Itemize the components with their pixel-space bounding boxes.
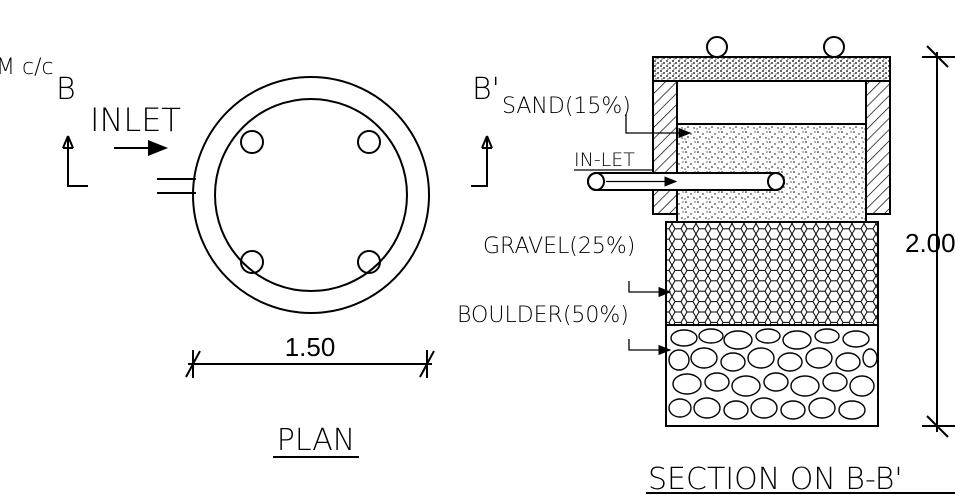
boulder-leader: [628, 339, 672, 356]
plan-dimension-line: [185, 350, 435, 378]
bolt-hole: [240, 130, 264, 154]
section-title: SECTION ON B-B': [648, 462, 903, 495]
plan-dimension-value: 1.50: [285, 332, 336, 362]
cover-slab: [652, 56, 891, 82]
bolt-hole: [357, 130, 381, 154]
inlet-pipe-section: [587, 172, 785, 191]
lid-handle: [823, 36, 845, 58]
pit-inner-ring: [214, 98, 408, 292]
section-view: B': [457, 36, 955, 495]
sand-label: SAND(15%): [502, 94, 631, 119]
boulder-layer: [665, 324, 879, 427]
plan-inlet-label: INLET: [90, 101, 181, 139]
gravel-leader: [628, 281, 672, 298]
section-cut-marker-left: [62, 135, 88, 187]
gravel-label: GRAVEL(25%): [483, 234, 635, 259]
height-dimension-line: [922, 45, 955, 438]
inlet-pipe-plan: [157, 178, 196, 194]
sand-leader: [625, 114, 692, 139]
section-cut-marker-right: [471, 135, 493, 187]
ring-wall-right: [865, 80, 891, 215]
section-mark-right: B': [472, 72, 500, 107]
plan-section-mark-left: B: [56, 72, 76, 107]
plan-title: PLAN: [277, 423, 355, 458]
lid-handle: [706, 36, 728, 58]
bolt-hole: [357, 250, 381, 274]
height-dimension-value: 2.00: [905, 228, 955, 258]
bolt-hole: [240, 250, 264, 274]
plan-view: M c/c B INLET 1.5: [0, 55, 435, 458]
plan-corner-note: M c/c: [0, 55, 54, 80]
boulder-label: BOULDER(50%): [457, 303, 629, 328]
gravel-layer: [665, 221, 879, 326]
ring-wall-left: [652, 80, 678, 215]
section-inlet-label: IN-LET: [574, 149, 635, 171]
pit-bolt-holes: [240, 130, 381, 274]
pit-outer-ring: [192, 76, 430, 314]
